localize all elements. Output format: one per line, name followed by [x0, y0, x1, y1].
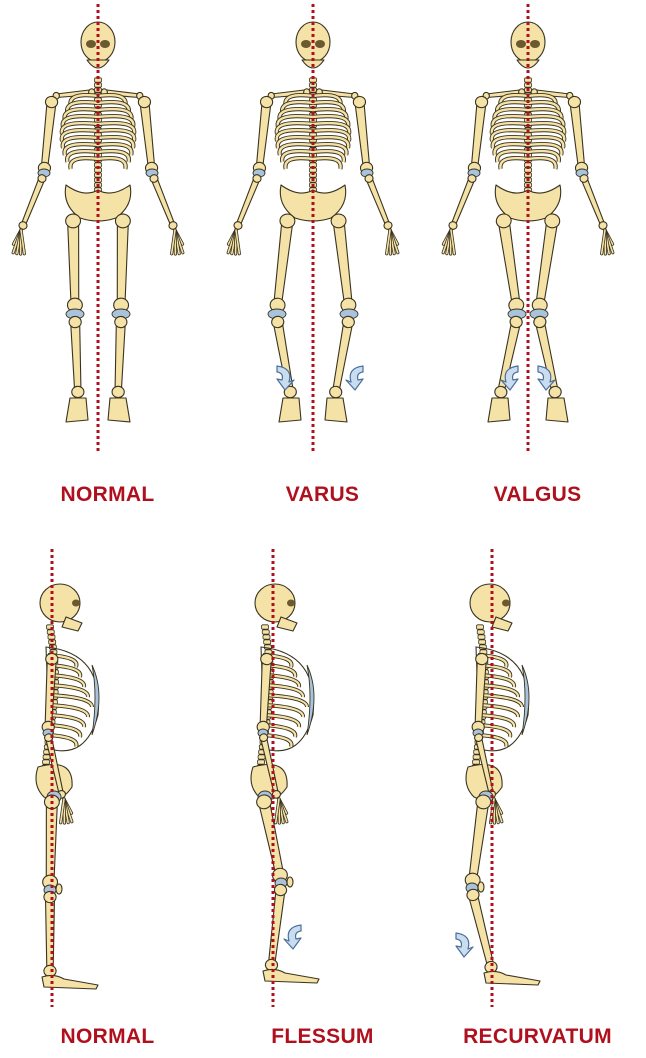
- forearm-left: [233, 174, 262, 231]
- eye-socket-right: [315, 40, 325, 48]
- jaw: [277, 617, 297, 631]
- foot-left: [66, 398, 88, 422]
- foot: [263, 969, 319, 983]
- panel-front-normal: NORMAL: [0, 0, 215, 520]
- jaw: [62, 617, 82, 631]
- femur-right: [330, 213, 356, 313]
- label-front-valgus: VALGUS: [430, 483, 645, 507]
- femur-right: [114, 214, 131, 312]
- panel-front-varus: VARUS: [215, 0, 430, 520]
- foot-right: [325, 398, 347, 422]
- label-front-varus: VARUS: [215, 483, 430, 507]
- foot-right: [108, 398, 130, 422]
- panel-side-flessum: FLESSUM: [215, 535, 430, 1058]
- hand-left: [228, 230, 239, 254]
- humerus-left: [468, 96, 488, 174]
- humerus-left: [38, 96, 58, 174]
- forearm-right: [364, 174, 393, 231]
- jaw: [492, 617, 512, 631]
- panel-front-valgus: VALGUS: [430, 0, 645, 520]
- eye-socket: [287, 600, 295, 607]
- humerus-right: [568, 96, 588, 174]
- label-side-normal: NORMAL: [0, 1025, 215, 1049]
- tibia: [466, 888, 499, 974]
- hand: [276, 799, 287, 823]
- label-side-flessum: FLESSUM: [215, 1025, 430, 1049]
- femur-left: [495, 213, 524, 313]
- forearm-right: [579, 174, 608, 231]
- forearm-right: [149, 174, 178, 231]
- femur: [464, 794, 491, 888]
- skeleton-side-recurvatum: [430, 535, 645, 1015]
- label-side-recurvatum: RECURVATUM: [430, 1025, 645, 1049]
- panel-side-normal: NORMAL: [0, 535, 215, 1058]
- hand-right: [602, 230, 613, 254]
- hand-right: [387, 230, 398, 254]
- patella: [287, 877, 293, 887]
- foot-right: [546, 398, 568, 422]
- femur-right: [531, 213, 560, 313]
- patella: [478, 882, 484, 892]
- humerus-right: [353, 96, 373, 174]
- foot-left: [279, 398, 301, 422]
- femur-left: [66, 214, 83, 312]
- tibia-left: [69, 316, 84, 398]
- tibia: [44, 891, 56, 976]
- eye-socket-left: [86, 40, 96, 48]
- rotation-arrow: [284, 925, 301, 949]
- eye-socket-left: [301, 40, 311, 48]
- hand: [61, 799, 72, 823]
- rotation-arrow: [456, 933, 473, 957]
- eye-socket: [72, 600, 80, 607]
- skeleton-front-normal: [0, 0, 215, 470]
- skeleton-side-flessum: [215, 535, 430, 1015]
- eye-socket-right: [530, 40, 540, 48]
- hand-left: [443, 230, 454, 254]
- skeleton-front-valgus: [430, 0, 645, 470]
- label-front-normal: NORMAL: [0, 483, 215, 507]
- skeleton-side-normal: [0, 535, 215, 1015]
- patella: [56, 884, 62, 894]
- femur-left: [269, 213, 295, 313]
- humerus-right: [138, 96, 158, 174]
- foot-left: [488, 398, 510, 422]
- humerus-left: [253, 96, 273, 174]
- hand-right: [172, 230, 183, 254]
- skeleton-front-varus: [215, 0, 430, 470]
- foot: [42, 975, 98, 989]
- eye-socket-left: [516, 40, 526, 48]
- hand-left: [13, 230, 24, 254]
- forearm-left: [448, 174, 477, 231]
- forearm-left: [18, 174, 47, 231]
- panel-side-recurvatum: RECURVATUM: [430, 535, 645, 1058]
- tibia-right: [112, 316, 127, 398]
- eye-socket: [502, 600, 510, 607]
- rotation-arrow-right: [346, 366, 363, 390]
- tibia: [265, 884, 287, 972]
- eye-socket-right: [100, 40, 110, 48]
